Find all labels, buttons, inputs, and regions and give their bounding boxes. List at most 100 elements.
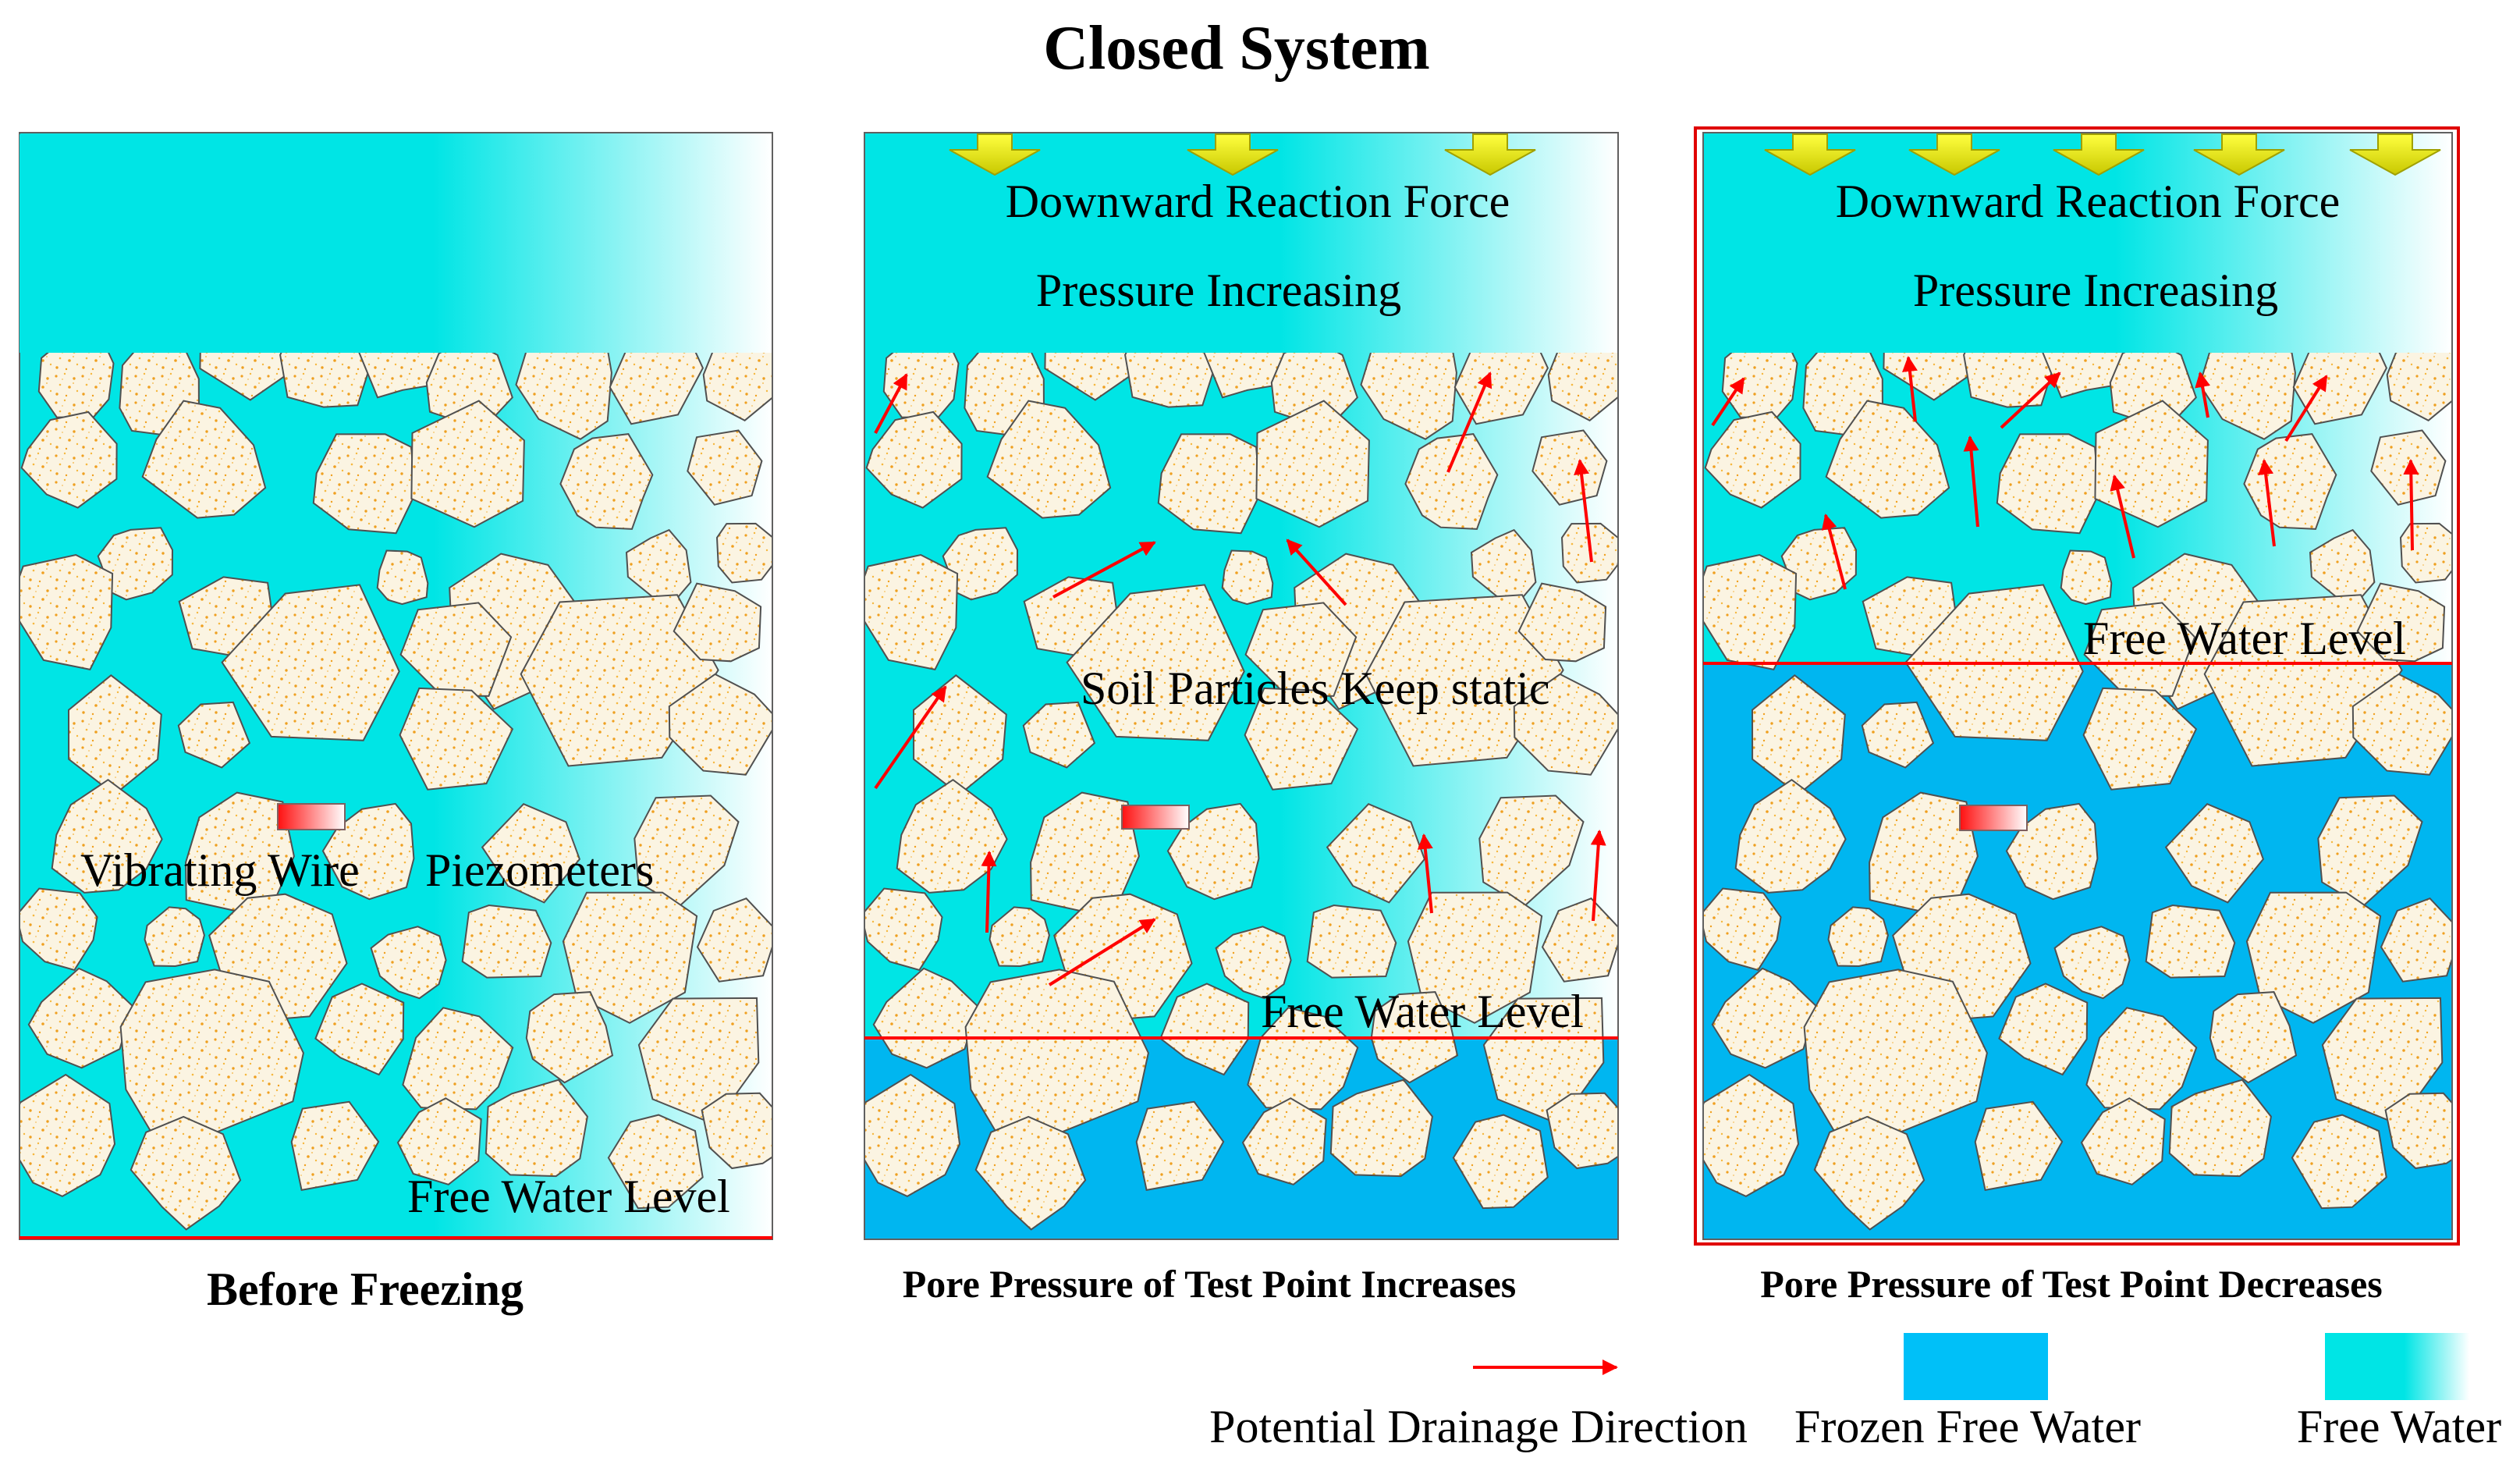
pressure-label: Pressure Increasing (1913, 265, 2278, 316)
soil-particle (562, 891, 698, 1024)
soil-particle (864, 1073, 961, 1198)
soil-particle (986, 400, 1112, 519)
soil-particle (1704, 411, 1801, 509)
drainage-arrow (1590, 830, 1606, 922)
legend-drainage-label: Potential Drainage Direction (1209, 1401, 1748, 1452)
soil-particle (864, 553, 959, 671)
caption-pressure-decreases: Pore Pressure of Test Point Decreases (1760, 1262, 2383, 1306)
soil-particle (2356, 582, 2446, 663)
soil-particle (20, 1073, 116, 1198)
drainage-arrow (1963, 435, 1979, 528)
soil-particle (668, 673, 772, 776)
soil-particle (1478, 794, 1585, 908)
free-water-level-label: Free Water Level (2083, 613, 2406, 664)
legend-free-swatch (2325, 1333, 2469, 1400)
drainage-arrow (2403, 459, 2419, 551)
soil-particle (559, 433, 654, 530)
soil-particle (1513, 673, 1618, 776)
soil-particle (1703, 553, 1798, 671)
soil-particle (1541, 897, 1618, 983)
downward-force-arrow (2349, 133, 2441, 176)
soil-particle (2080, 1097, 2166, 1185)
soil-particle (1407, 891, 1543, 1024)
soil-particle (2245, 891, 2382, 1024)
soil-particle (637, 997, 760, 1125)
drainage-arrow (2000, 371, 2061, 429)
drainage-arrow (874, 373, 908, 434)
drainage-arrow (1286, 538, 1347, 606)
soil-particle (1135, 1100, 1225, 1192)
downward-force-arrow (1908, 133, 2000, 176)
soil-particle (1734, 778, 1847, 894)
soil-particle (673, 582, 762, 663)
soil-particle (141, 400, 267, 519)
downward-force-arrow (2193, 133, 2285, 176)
soil-particle (2082, 687, 2198, 791)
drainage-arrow (1821, 514, 1847, 590)
free-water-level-label: Free Water Level (1261, 986, 1584, 1037)
soil-particle (1861, 701, 1935, 769)
soil-particles (20, 300, 772, 1231)
soil-particle (1329, 1079, 1433, 1178)
soil-particle (1825, 400, 1950, 519)
panel-frame (1702, 132, 2453, 1240)
soil-particle (461, 904, 552, 979)
legend: Potential Drainage Direction Frozen Free… (1209, 1333, 2501, 1452)
drainage-arrow (1417, 833, 1433, 914)
soil-particle (1221, 549, 1274, 606)
soil-particle (2351, 673, 2452, 776)
soil-particle (321, 802, 415, 901)
soil-particle (97, 527, 174, 601)
force-label: Downward Reaction Force (1006, 176, 1510, 227)
soil-particle (942, 527, 1019, 601)
soil-particle (144, 906, 205, 968)
soil-particle (1703, 1073, 1800, 1198)
soil-particle (376, 549, 429, 606)
pressure-band (20, 134, 772, 353)
soil-particle (396, 1097, 482, 1185)
soil-particle (370, 926, 447, 1000)
soil-particle (974, 1115, 1087, 1231)
diagram-title: Closed System (1043, 14, 1430, 83)
soil-particle (1255, 400, 1370, 528)
drainage-arrow (2284, 375, 2328, 442)
soil-particle (865, 411, 963, 509)
soil-particle (525, 991, 614, 1084)
drainage-arrow (2195, 371, 2210, 418)
soil-particle (1780, 527, 1858, 601)
drainage-arrow (874, 685, 947, 790)
soil-particle (290, 1100, 380, 1192)
soil-particle (687, 429, 763, 506)
soil-particle (2317, 794, 2423, 908)
soil-particle (1869, 791, 1979, 914)
soil-particle (2321, 997, 2444, 1125)
downward-force-arrow (1764, 133, 1856, 176)
soil-particle (2094, 400, 2209, 528)
soil-particle (20, 411, 118, 509)
soil-particle (51, 778, 163, 894)
drainage-arrow (1711, 377, 1745, 427)
pressure-label: Pressure Increasing (1036, 265, 1401, 316)
soil-particles (864, 300, 1618, 1231)
legend-frozen-swatch (1904, 1333, 2048, 1400)
soil-particle (701, 1092, 772, 1170)
drainage-arrow (1052, 541, 1156, 599)
soil-particle (2164, 803, 2265, 904)
soil-particle (481, 803, 581, 904)
soil-particle (1827, 906, 1889, 968)
pressure-band (1704, 134, 2451, 353)
soil-particle (221, 584, 400, 741)
legend-free-label: Free Water (2297, 1401, 2501, 1452)
soil-particle (634, 794, 740, 908)
soil-particle (1546, 1092, 1618, 1170)
soil-particle (399, 602, 513, 697)
soil-particle (1159, 983, 1250, 1076)
soil-particle (2060, 549, 2113, 606)
soil-particle (1482, 997, 1605, 1125)
drainage-arrow (1902, 356, 1918, 422)
drainage-arrows (874, 356, 2419, 986)
soil-particle (1244, 687, 1359, 791)
soil-particle (177, 701, 251, 769)
soil-particles (1703, 300, 2452, 1231)
